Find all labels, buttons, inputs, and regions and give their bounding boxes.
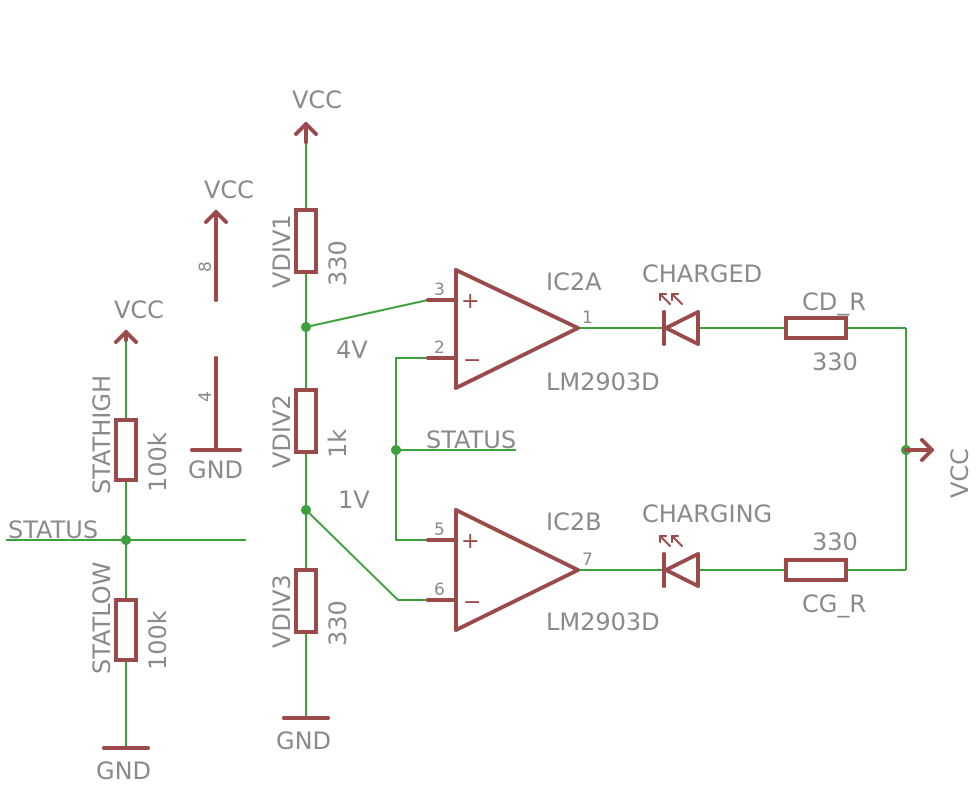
junction-1v [301,505,311,515]
wire-4v-ic2a-plus [305,299,429,328]
junctions [121,322,911,545]
gnd-div-label: GND [276,727,331,755]
ic2b-pin-plus: 5 [434,520,445,540]
gnd-power-symbol: GND [188,356,243,484]
vcc-top-label: VCC [292,86,342,114]
statlow-value: 100k [144,610,172,670]
resistor-cd-r: CD_R 330 [784,288,866,376]
ic2b-part: LM2903D [546,608,660,636]
gnd-div-symbol: GND [276,716,331,755]
resistor-vdiv1: VDIV1 330 [268,208,352,288]
gnd-left-label: GND [96,757,151,785]
ic2a-pin-minus: 2 [434,338,445,358]
wire-1v-ic2b-minus [305,509,428,601]
resistor-cg-r: 330 CG_R [784,528,866,618]
ic2a-plus-sign: + [461,289,479,314]
statlow-name: STATLOW [88,562,116,674]
vdiv2-name: VDIV2 [268,394,296,468]
led-charging-name: CHARGING [642,500,772,528]
vdiv3-value: 330 [324,600,352,646]
vdiv2-value: 1k [324,429,352,458]
cd-r-value: 330 [812,348,858,376]
ic2a-minus-sign: − [463,348,481,373]
vcc-stat-label: VCC [114,296,164,324]
led-charged: CHARGED [642,260,762,346]
ic2b-pin-out: 7 [582,550,593,570]
node-4v-label: 4V [336,336,368,364]
stathigh-name: STATHIGH [88,375,116,494]
vdiv3-name: VDIV3 [268,574,296,648]
cd-r-name: CD_R [802,288,866,316]
resistor-vdiv3: VDIV3 330 [268,568,352,648]
led-charging: CHARGING [642,500,772,588]
comparator-ic2b: + − 5 6 7 IC2B LM2903D [426,508,660,636]
gnd-power-label: GND [188,456,243,484]
status-left-label: STATUS [8,516,98,544]
resistor-stathigh: STATHIGH 100k [88,375,172,494]
vcc-left-symbol: VCC [204,176,254,302]
vdiv1-value: 330 [324,240,352,286]
cg-r-name: CG_R [802,590,866,618]
vcc-right-label: VCC [946,448,974,498]
ic2b-minus-sign: − [463,590,481,615]
comparator-ic2a: + − 3 2 1 IC2A LM2903D [426,268,660,396]
junction-4v [301,322,311,332]
ic2a-part: LM2903D [546,368,660,396]
vcc-stat-symbol: VCC [114,296,164,344]
stathigh-value: 100k [144,432,172,492]
vcc-top-symbol: VCC [292,86,342,144]
ic2b-name: IC2B [546,508,602,536]
ic2a-name: IC2A [546,268,602,296]
junction-status [391,445,401,455]
junction-status-left [121,535,131,545]
node-1v-label: 1V [338,486,370,514]
pin-4-label: 4 [196,391,216,402]
wires [6,142,907,748]
ic2a-pin-plus: 3 [434,280,445,300]
ic2b-plus-sign: + [461,529,479,554]
cg-r-value: 330 [812,528,858,556]
pin-8-label: 8 [196,261,216,272]
ic2b-pin-minus: 6 [434,580,445,600]
gnd-left-symbol: GND [96,746,151,785]
vdiv1-name: VDIV1 [268,214,296,288]
led-charged-name: CHARGED [642,260,762,288]
vcc-right-symbol: VCC [904,438,974,498]
status-net-label: STATUS [426,426,516,454]
resistor-vdiv2: VDIV2 1k [268,388,352,468]
resistor-statlow: STATLOW 100k [88,562,172,674]
ic2a-pin-out: 1 [582,308,593,328]
vcc-left-label: VCC [204,176,254,204]
